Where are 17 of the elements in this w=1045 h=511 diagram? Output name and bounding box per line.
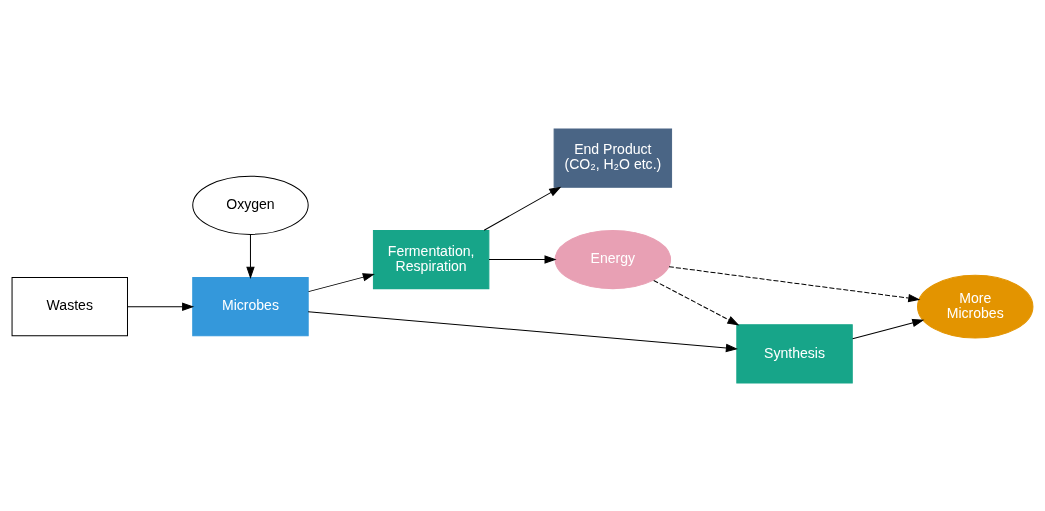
arrow <box>668 265 920 302</box>
arrow <box>246 233 255 278</box>
arrow <box>852 318 924 339</box>
node-box: End Product (CO₂, H₂O etc.) <box>553 128 673 188</box>
node-box: Wastes <box>11 276 128 336</box>
arrow <box>308 272 374 292</box>
node-box: Fermentation, Respiration <box>372 229 490 289</box>
arrow <box>307 310 737 352</box>
arrow <box>653 279 739 325</box>
arrow <box>483 186 561 231</box>
arrow <box>127 302 194 311</box>
node-box: Synthesis <box>736 323 853 383</box>
node-ellipse: More Microbes <box>917 274 1034 339</box>
node-ellipse: Oxygen <box>192 175 309 235</box>
node-box: Microbes <box>192 276 309 336</box>
arrow <box>488 255 556 264</box>
node-ellipse: Energy <box>554 229 672 289</box>
